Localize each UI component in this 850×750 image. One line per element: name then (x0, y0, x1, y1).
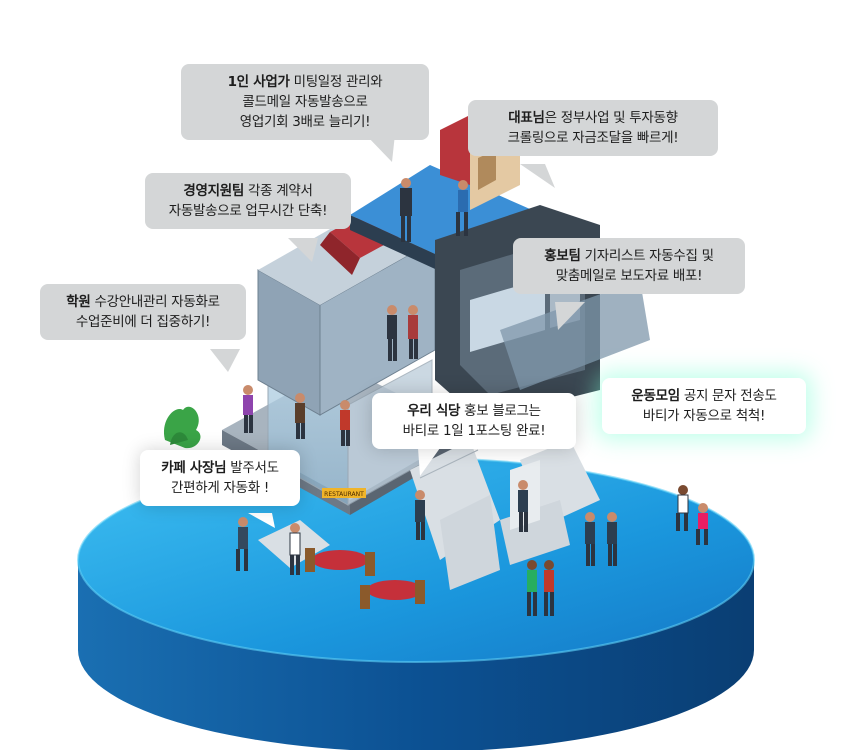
bubble-solo-rest: 미팅일정 관리와 (289, 74, 383, 90)
bubble-solo-bold: 1인 사업가 (227, 74, 290, 90)
stairs-center (410, 440, 500, 590)
people (236, 178, 708, 616)
person-right-3 (607, 512, 617, 566)
bubble-ceo-bold: 대표님 (508, 110, 545, 126)
bubble-restaurant-line2: 바티로 1일 1포스팅 완료! (402, 423, 546, 439)
bubble-solo-line3: 영업기회 3배로 늘리기! (239, 114, 371, 130)
bubble-tails (210, 134, 668, 528)
person-academy-2 (295, 393, 305, 439)
person-mid-1 (387, 305, 397, 361)
bubble-academy-bold: 학원 (66, 294, 91, 310)
bubble-ceo: 대표님은 정부사업 및 투자동향 크롤링으로 자금조달을 빠르게! (468, 100, 718, 156)
person-top-2 (456, 180, 468, 236)
person-mid-2 (408, 305, 418, 359)
bubble-solo-entrepreneur: 1인 사업가 미팅일정 관리와 콜드메일 자동발송으로 영업기회 3배로 늘리기… (181, 64, 429, 140)
bubble-cafe-bold: 카페 사장님 (161, 460, 227, 476)
bubble-pr-rest: 기자리스트 자동수집 및 (580, 248, 715, 264)
bubble-admin-bold: 경영지원팀 (183, 183, 244, 199)
bubble-club-line2: 바티가 자동으로 척척! (642, 408, 766, 424)
bubble-restaurant-rest: 홍보 블로그는 (460, 403, 541, 419)
tree (164, 406, 201, 449)
bubble-ceo-line2: 크롤링으로 자금조달을 빠르게! (507, 130, 679, 146)
bubble-pr-line2: 맞춤메일로 보도자료 배포! (555, 268, 703, 284)
restaurant-area: RESTAURANT (305, 488, 425, 609)
bubble-admin-team: 경영지원팀 각종 계약서 자동발송으로 업무시간 단축! (145, 173, 351, 229)
person-cafe-1 (236, 517, 248, 571)
person-cafe-2 (289, 523, 301, 575)
bubble-cafe-line2: 간편하게 자동화 ! (171, 480, 269, 496)
person-academy-3 (340, 400, 350, 446)
person-walk-1 (527, 560, 537, 616)
bubble-academy-line2: 수업준비에 더 집중하기! (75, 314, 211, 330)
bubble-admin-rest: 각종 계약서 (244, 183, 313, 199)
person-top-1 (400, 178, 412, 242)
platform (77, 457, 755, 750)
bubble-club-bold: 운동모임 (631, 388, 680, 404)
person-walk-2 (544, 560, 554, 616)
person-academy-1 (243, 385, 253, 433)
bubble-sports-club: 운동모임 공지 문자 전송도 바티가 자동으로 척척! (602, 378, 806, 434)
bubble-pr-bold: 홍보팀 (544, 248, 581, 264)
person-reception (415, 490, 425, 540)
restaurant-sign: RESTAURANT (324, 491, 364, 498)
bubble-pr-team: 홍보팀 기자리스트 자동수집 및 맞춤메일로 보도자료 배포! (513, 238, 745, 294)
bubble-academy-rest: 수강안내관리 자동화로 (90, 294, 221, 310)
person-right-1 (518, 480, 528, 532)
bubble-restaurant-bold: 우리 식당 (407, 403, 461, 419)
person-runner-1 (676, 485, 689, 531)
bubble-restaurant: 우리 식당 홍보 블로그는 바티로 1일 1포스팅 완료! (372, 393, 576, 449)
bubble-ceo-rest: 은 정부사업 및 투자동향 (544, 110, 678, 126)
bubble-cafe-owner: 카페 사장님 발주서도 간편하게 자동화 ! (140, 450, 300, 506)
bubble-solo-line2: 콜드메일 자동발송으로 (242, 94, 368, 110)
person-runner-2 (696, 503, 708, 545)
bubble-academy: 학원 수강안내관리 자동화로 수업준비에 더 집중하기! (40, 284, 246, 340)
person-right-2 (585, 512, 595, 566)
bubble-admin-line2: 자동발송으로 업무시간 단축! (168, 203, 328, 219)
bubble-cafe-rest: 발주서도 (226, 460, 279, 476)
bubble-club-rest: 공지 문자 전송도 (679, 388, 777, 404)
